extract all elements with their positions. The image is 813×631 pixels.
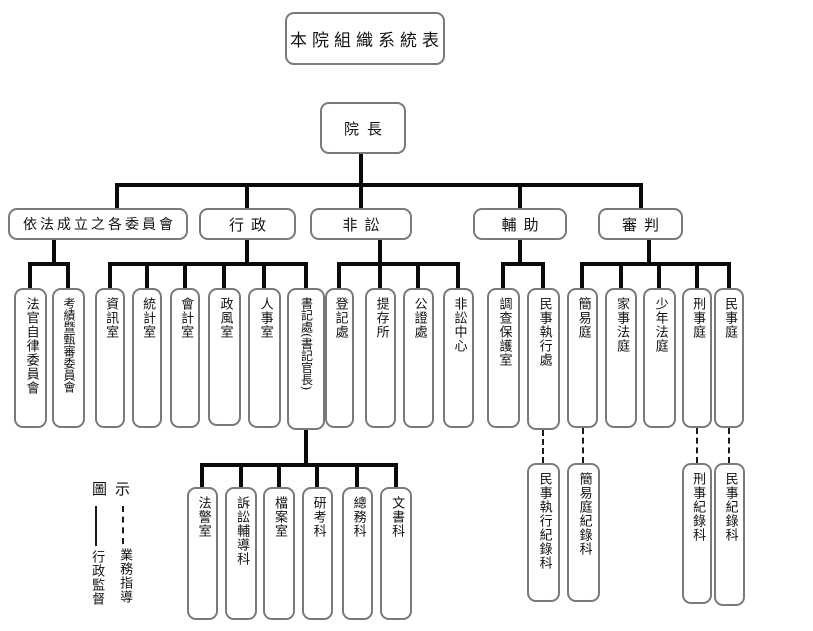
node-administration: 行政 xyxy=(199,208,296,240)
connector-line xyxy=(541,266,545,288)
connector-line xyxy=(359,183,363,208)
connector-line xyxy=(239,467,243,487)
legend-dashed-label: 業務指導 xyxy=(117,548,133,604)
connector-line xyxy=(394,467,398,487)
connector-line xyxy=(277,467,281,487)
connector-line xyxy=(359,154,363,187)
connector-line xyxy=(639,183,643,208)
connector-line xyxy=(580,262,731,266)
connector-line xyxy=(518,240,522,266)
connector-line xyxy=(304,430,308,467)
connector-line xyxy=(501,262,545,266)
node-summary-court: 簡易庭 xyxy=(567,288,598,428)
connector-line xyxy=(695,266,699,288)
node-registration-office: 登記處 xyxy=(325,288,354,428)
connector-line xyxy=(657,266,661,288)
node-research-evaluation-section: 研考科 xyxy=(302,487,333,620)
connector-line xyxy=(115,183,643,187)
connector-line xyxy=(337,266,341,288)
node-it-office: 資訊室 xyxy=(95,288,125,428)
node-juvenile-court: 少年法庭 xyxy=(643,288,676,428)
node-criminal-records-section: 刑事紀錄科 xyxy=(682,463,712,604)
node-documentation-section: 文書科 xyxy=(380,487,412,620)
legend-title: 圖示 xyxy=(92,479,139,498)
node-statistics-office: 統計室 xyxy=(132,288,162,428)
connector-line xyxy=(245,183,249,208)
connector-line xyxy=(315,467,319,487)
connector-line xyxy=(183,266,187,288)
node-adjudication: 審判 xyxy=(598,208,683,240)
node-litigation-guidance-section: 訴訟輔導科 xyxy=(225,487,257,620)
node-deposit-office: 提存所 xyxy=(365,288,396,428)
connector-line xyxy=(262,266,266,288)
node-accounting-office: 會計室 xyxy=(170,288,200,428)
connector-line xyxy=(501,266,505,288)
node-civil-enforcement-records-section: 民事執行紀錄科 xyxy=(527,463,560,602)
node-investigation-protection-office: 調查保護室 xyxy=(487,288,520,428)
connector-line xyxy=(200,467,204,487)
connector-line xyxy=(200,463,398,467)
connector-line xyxy=(52,240,56,266)
connector-line xyxy=(416,266,420,288)
connector-line xyxy=(115,183,119,208)
node-criminal-division: 刑事庭 xyxy=(682,288,712,428)
node-support: 輔助 xyxy=(473,208,567,240)
node-personnel-office: 人事室 xyxy=(248,288,281,428)
connector-dashed-line xyxy=(696,428,698,463)
node-non-litigation: 非訟 xyxy=(310,208,412,240)
node-judge-self-discipline-committee: 法官自律委員會 xyxy=(14,288,47,428)
node-president: 院長 xyxy=(320,102,406,154)
node-notary-office: 公證處 xyxy=(403,288,434,428)
node-committees: 依法成立之各委員會 xyxy=(8,208,188,240)
node-ethics-office: 政風室 xyxy=(208,288,241,426)
connector-line xyxy=(378,240,382,266)
connector-line xyxy=(304,266,308,288)
connector-line xyxy=(108,266,112,288)
node-clerk-office: 書記處(書記官長) xyxy=(287,288,325,430)
connector-line xyxy=(28,266,32,288)
connector-line xyxy=(245,240,249,266)
node-archives-office: 檔案室 xyxy=(263,487,295,620)
node-general-affairs-section: 總務科 xyxy=(342,487,373,620)
connector-line xyxy=(222,266,226,288)
connector-line xyxy=(456,266,460,288)
connector-line xyxy=(378,266,382,288)
connector-line xyxy=(337,262,460,266)
node-civil-enforcement-division: 民事執行處 xyxy=(527,288,560,430)
connector-line xyxy=(518,183,522,208)
legend-solid-label: 行政監督 xyxy=(89,550,105,606)
connector-dashed-line xyxy=(582,428,584,463)
node-family-court: 家事法庭 xyxy=(605,288,637,428)
node-summary-court-records-section: 簡易庭紀錄科 xyxy=(567,463,600,602)
connector-line xyxy=(145,266,149,288)
chart-title: 本院組織系統表 xyxy=(285,12,445,65)
node-performance-review-committee: 考績暨甄審委員會 xyxy=(52,288,85,428)
node-civil-records-section: 民事紀錄科 xyxy=(714,463,745,606)
connector-line xyxy=(727,266,731,288)
legend-solid-line xyxy=(95,506,97,546)
connector-line xyxy=(355,467,359,487)
connector-line xyxy=(619,266,623,288)
connector-line xyxy=(108,262,308,266)
connector-line xyxy=(66,266,70,288)
legend-dashed-line xyxy=(122,506,124,544)
connector-line xyxy=(28,262,70,266)
node-judicial-police-office: 法警室 xyxy=(187,487,218,620)
connector-line xyxy=(647,240,651,266)
connector-line xyxy=(580,266,584,288)
node-civil-division: 民事庭 xyxy=(714,288,744,428)
connector-dashed-line xyxy=(728,428,730,463)
connector-dashed-line xyxy=(542,430,544,463)
node-non-litigation-center: 非訟中心 xyxy=(443,288,474,428)
